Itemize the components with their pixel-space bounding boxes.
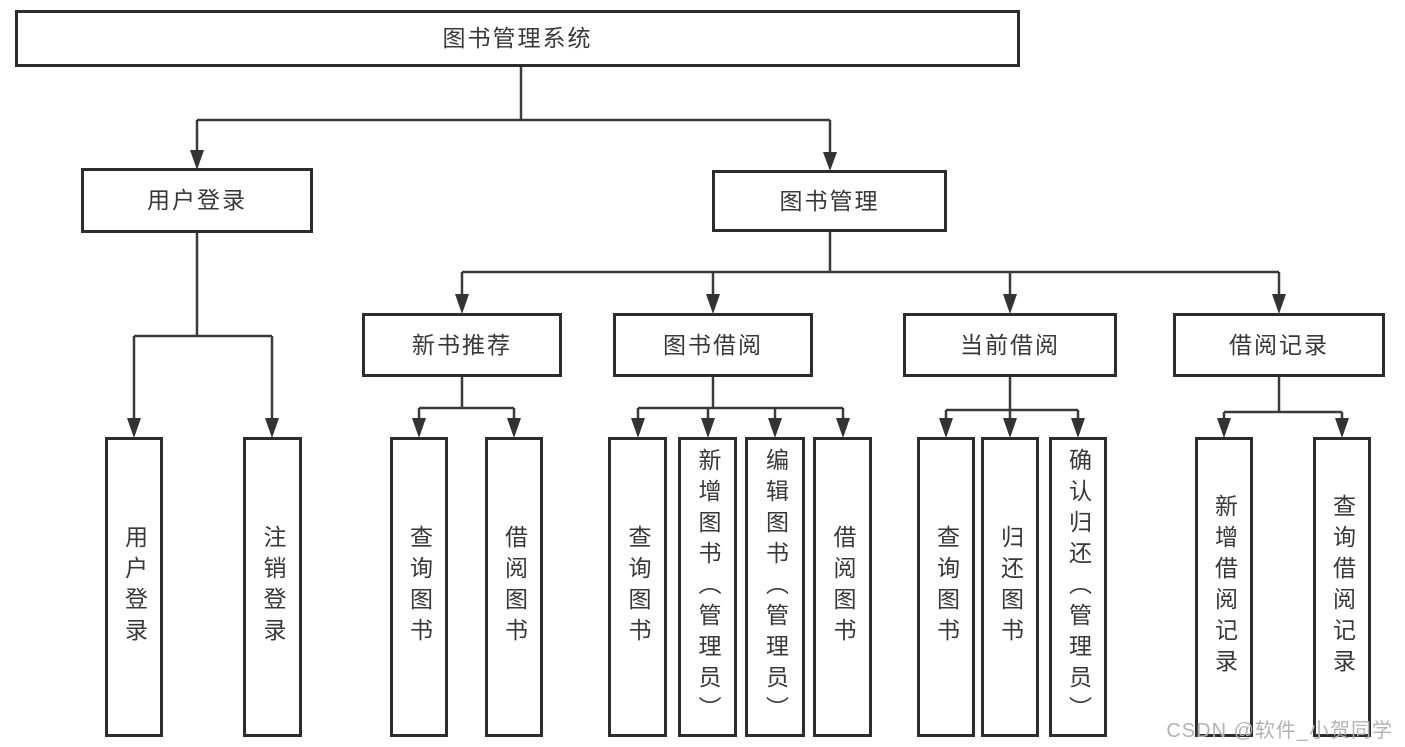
arrowhead-icon — [507, 418, 521, 438]
node-user-login: 用户登录 — [81, 168, 313, 233]
csdn-watermark: CSDN @软件_小贺同学 — [1166, 720, 1393, 742]
node-new-book-recommend: 新书推荐 — [362, 313, 562, 377]
node-current-borrow: 当前借阅 — [903, 313, 1117, 377]
arrowhead-icon — [706, 294, 720, 314]
arrowhead-icon — [939, 418, 953, 438]
leaf-newrec-borrow-books: 借阅图书 — [485, 437, 543, 737]
leaf-records-add-record: 新增借阅记录 — [1195, 437, 1253, 737]
node-book-borrow: 图书借阅 — [613, 313, 813, 377]
leaf-current-query-books: 查询图书 — [917, 437, 975, 737]
arrowhead-icon — [1071, 418, 1085, 438]
arrowhead-icon — [1217, 418, 1231, 438]
arrowhead-icon — [1335, 418, 1349, 438]
leaf-newrec-query-books: 查询图书 — [390, 437, 448, 737]
arrowhead-icon — [1272, 294, 1286, 314]
leaf-borrow-edit-books-admin: 编辑图书（管理员） — [745, 437, 805, 737]
arrowhead-icon — [190, 150, 204, 170]
arrowhead-icon — [412, 418, 426, 438]
arrowhead-icon — [631, 418, 645, 438]
connector-current-borrow-children — [939, 377, 1085, 438]
leaf-borrow-add-books-admin: 新增图书（管理员） — [678, 437, 737, 737]
node-root: 图书管理系统 — [15, 10, 1020, 67]
connector-new-book-children — [412, 377, 521, 438]
leaf-current-confirm-return-admin: 确认归还（管理员） — [1049, 437, 1107, 737]
arrowhead-icon — [127, 418, 141, 438]
connector-book-borrow-children — [631, 377, 850, 438]
connector-borrow-records-children — [1217, 377, 1349, 438]
node-book-management: 图书管理 — [712, 170, 947, 232]
leaf-records-query-record: 查询借阅记录 — [1313, 437, 1371, 737]
arrowhead-icon — [836, 418, 850, 438]
leaf-logout: 注销登录 — [243, 437, 302, 737]
leaf-borrow-borrow-books: 借阅图书 — [813, 437, 872, 737]
leaf-borrow-query-books: 查询图书 — [608, 437, 667, 737]
arrowhead-icon — [455, 294, 469, 314]
connector-book-management-sections — [455, 232, 1286, 314]
arrowhead-icon — [265, 418, 279, 438]
connector-user-login-children — [127, 233, 279, 438]
leaf-user-login: 用户登录 — [105, 437, 163, 737]
arrowhead-icon — [1003, 418, 1017, 438]
arrowhead-icon — [701, 418, 715, 438]
leaf-current-return-books: 归还图书 — [981, 437, 1039, 737]
arrowhead-icon — [768, 418, 782, 438]
node-borrow-records: 借阅记录 — [1173, 313, 1385, 377]
arrowhead-icon — [823, 152, 837, 171]
connector-root-to-branches — [190, 67, 837, 171]
arrowhead-icon — [1003, 294, 1017, 314]
